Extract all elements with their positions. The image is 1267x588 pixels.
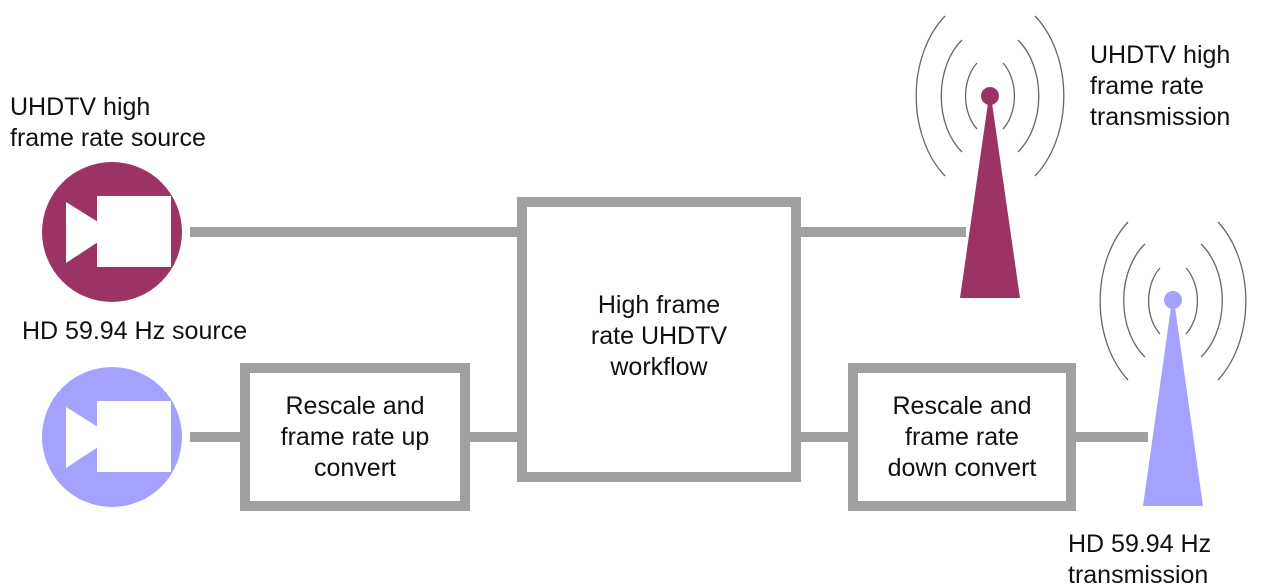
broadcast-tower-icon xyxy=(1099,221,1247,506)
tower-antenna-tip xyxy=(1164,291,1182,309)
tower-mast xyxy=(1143,307,1203,506)
radio-waves xyxy=(915,15,1065,177)
camera-body xyxy=(97,196,171,267)
hd-transmission-label: HD 59.94 Hz transmission xyxy=(1068,530,1212,588)
broadcast-tower-icon xyxy=(915,15,1065,298)
upconvert-box xyxy=(240,363,470,511)
video-camera-icon xyxy=(42,367,182,507)
uhd-source-label: UHDTV high frame rate source xyxy=(10,93,206,152)
uhd-transmission-label: UHDTV high frame rate transmission xyxy=(1090,41,1231,131)
video-camera-icon xyxy=(42,162,182,302)
camera-lens xyxy=(66,202,98,263)
workflow-box xyxy=(517,197,801,482)
radio-waves xyxy=(1099,221,1247,381)
camera-body xyxy=(97,401,171,472)
upconvert-box-label: Rescale and frame rate up convert xyxy=(280,392,430,482)
connectors xyxy=(190,227,1148,442)
tower-antenna-tip xyxy=(981,87,999,105)
camera-lens xyxy=(66,407,98,468)
hd-source-label: HD 59.94 Hz source xyxy=(22,317,248,345)
downconvert-box-label: Rescale and frame rate down convert xyxy=(887,392,1037,482)
downconvert-box xyxy=(848,363,1076,511)
workflow-box-label: High frame rate UHDTV workflow xyxy=(590,291,728,381)
tower-mast xyxy=(960,103,1020,298)
